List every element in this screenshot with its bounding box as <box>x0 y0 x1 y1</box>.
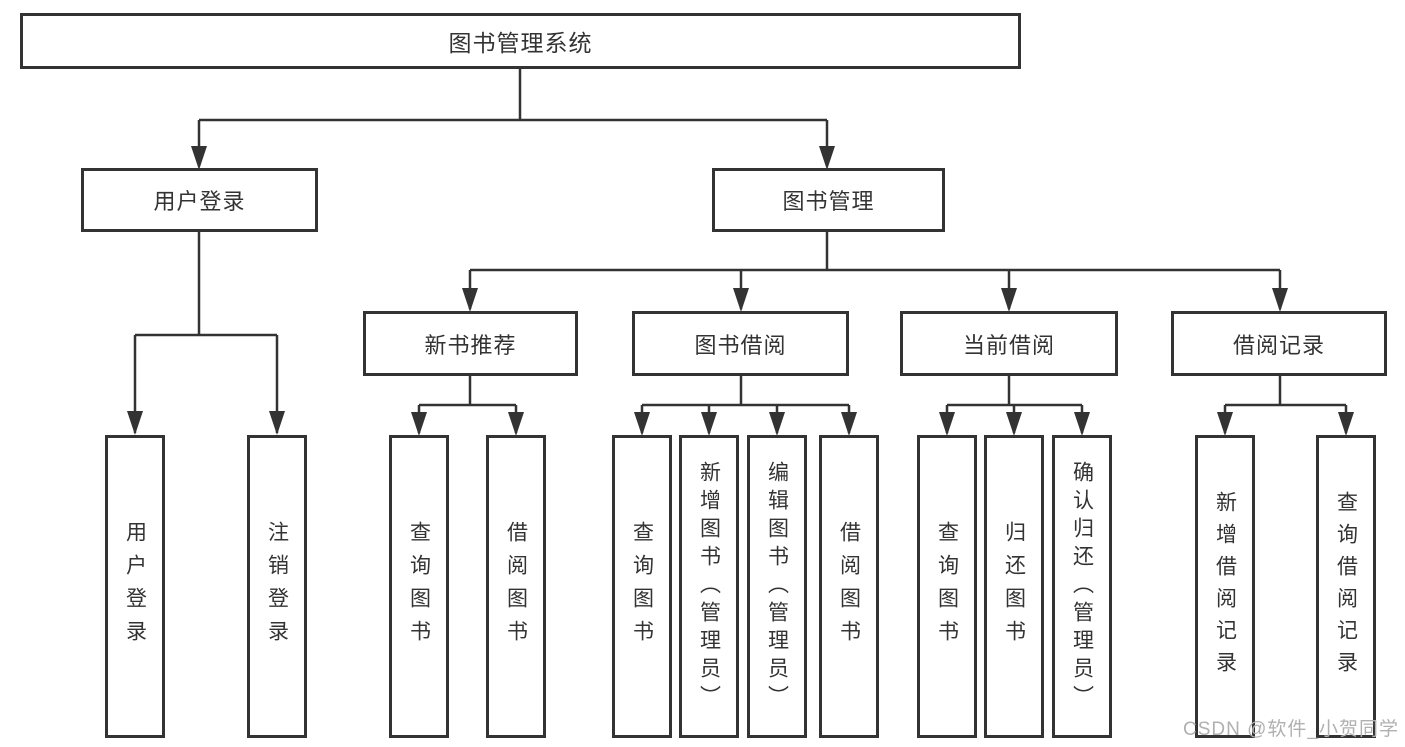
leaf-query-books-recommend: 查询图书 <box>389 435 449 738</box>
node-label: 编辑图书（管理员） <box>765 460 789 713</box>
node-label: 确认归还（管理员） <box>1070 460 1094 713</box>
leaf-borrow-books: 借阅图书 <box>819 435 879 738</box>
node-label: 新增借阅记录 <box>1213 490 1237 683</box>
leaf-query-borrow-record: 查询借阅记录 <box>1316 435 1376 738</box>
node-label: 图书管理系统 <box>448 30 593 56</box>
arrowhead-icons <box>127 146 1354 436</box>
node-book-borrow: 图书借阅 <box>632 311 849 376</box>
node-new-book-recommend: 新书推荐 <box>363 311 578 376</box>
leaf-confirm-return-admin: 确认归还（管理员） <box>1052 435 1112 738</box>
node-label: 查询图书 <box>630 520 654 653</box>
node-label: 图书借阅 <box>694 332 787 358</box>
leaf-add-borrow-record: 新增借阅记录 <box>1195 435 1255 738</box>
csdn-watermark: CSDN @软件_小贺同学 <box>1183 719 1399 740</box>
node-label: 借阅记录 <box>1232 332 1325 358</box>
node-borrow-records: 借阅记录 <box>1171 311 1387 376</box>
node-label: 查询图书 <box>935 520 959 653</box>
node-label: 借阅图书 <box>837 520 861 653</box>
node-label: 注销登录 <box>265 520 289 653</box>
node-label: 图书管理 <box>782 189 875 214</box>
leaf-logout: 注销登录 <box>247 435 307 738</box>
leaf-return-books: 归还图书 <box>984 435 1044 738</box>
node-label: 用户登录 <box>123 520 147 653</box>
node-current-borrow: 当前借阅 <box>900 311 1118 376</box>
node-label: 归还图书 <box>1002 520 1026 653</box>
node-label: 新增图书（管理员） <box>697 460 721 713</box>
node-book-management: 图书管理 <box>712 168 945 232</box>
node-label: 当前借阅 <box>962 332 1055 358</box>
node-user-login: 用户登录 <box>81 168 318 232</box>
leaf-edit-books-admin: 编辑图书（管理员） <box>747 435 807 738</box>
node-label: 用户登录 <box>153 189 246 214</box>
node-label: 借阅图书 <box>504 520 528 653</box>
leaf-query-books-current: 查询图书 <box>917 435 977 738</box>
leaf-user-login: 用户登录 <box>105 435 165 738</box>
node-library-management-system: 图书管理系统 <box>20 13 1021 69</box>
node-label: 新书推荐 <box>424 332 517 358</box>
node-label: 查询图书 <box>407 520 431 653</box>
leaf-add-books-admin: 新增图书（管理员） <box>679 435 739 738</box>
leaf-borrow-books-recommend: 借阅图书 <box>486 435 546 738</box>
leaf-query-books-borrow: 查询图书 <box>612 435 672 738</box>
node-label: 查询借阅记录 <box>1334 490 1358 683</box>
